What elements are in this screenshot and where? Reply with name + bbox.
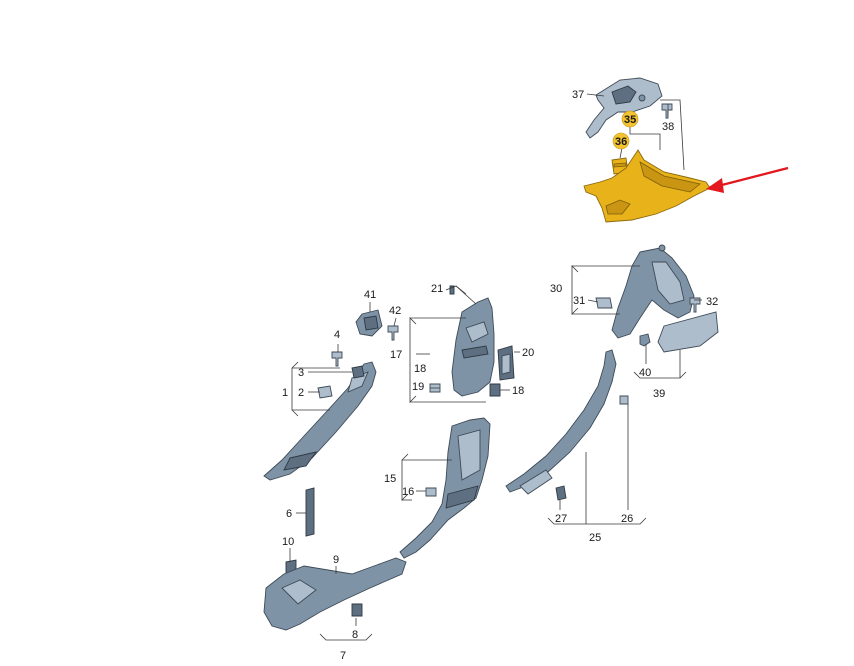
leader-lines — [289, 93, 702, 641]
callout-37: 37 — [572, 89, 584, 101]
callout-18a: 18 — [414, 363, 426, 375]
callout-40: 40 — [639, 367, 651, 379]
bracket-37 — [585, 77, 663, 139]
clip-3 — [351, 365, 365, 379]
callout-6: 6 — [286, 508, 292, 520]
callout-16: 16 — [402, 486, 414, 498]
callout-1: 1 — [282, 387, 288, 399]
callout-20: 20 — [522, 347, 534, 359]
callout-32: 32 — [706, 296, 718, 308]
sill-trim-25 — [505, 349, 617, 495]
callout-38: 38 — [662, 121, 674, 133]
clip-2 — [317, 385, 333, 399]
callout-2: 2 — [298, 387, 304, 399]
clip-31 — [595, 297, 613, 309]
callout-labels: 37 38 35 36 30 31 32 40 39 21 20 17 18 1… — [282, 89, 718, 662]
callout-21: 21 — [431, 283, 443, 295]
pointer-arrow — [706, 166, 789, 193]
callout-27: 27 — [555, 513, 567, 525]
clip-8 — [351, 603, 363, 617]
callout-41: 41 — [364, 289, 376, 301]
callout-26: 26 — [621, 513, 633, 525]
a-pillar-trim-1 — [263, 361, 377, 481]
b-pillar-upper-17 — [451, 297, 495, 397]
clip-42 — [387, 325, 399, 341]
callout-19: 19 — [412, 381, 424, 393]
trim-panel-39 — [657, 311, 719, 353]
kick-panel-7 — [263, 557, 407, 631]
b-pillar-lower-15 — [399, 417, 491, 559]
callout-17: 17 — [390, 349, 402, 361]
callout-8: 8 — [352, 629, 358, 641]
callout-36: 36 — [615, 136, 627, 148]
callout-30: 30 — [550, 283, 562, 295]
trim-panel-30 — [611, 244, 695, 339]
seatbelt-guide-20 — [497, 345, 515, 381]
badge-35 — [621, 110, 639, 128]
badge-36 — [612, 132, 630, 150]
callout-4: 4 — [334, 329, 340, 341]
callout-3: 3 — [298, 367, 304, 379]
clip-18 — [489, 383, 501, 397]
clip-26 — [619, 395, 629, 405]
trim-panel-35 — [583, 149, 711, 223]
callout-10: 10 — [282, 536, 294, 548]
callout-15: 15 — [384, 473, 396, 485]
clip-16 — [425, 487, 437, 497]
clip-4 — [331, 351, 343, 367]
part-41 — [355, 309, 383, 337]
callout-42: 42 — [389, 305, 401, 317]
strip-6 — [305, 487, 315, 537]
callout-9: 9 — [333, 554, 339, 566]
callout-35: 35 — [624, 114, 636, 126]
callout-18b: 18 — [512, 385, 524, 397]
clip-27 — [555, 485, 567, 501]
callout-25: 25 — [589, 532, 601, 544]
clip-40 — [639, 333, 651, 347]
callout-7: 7 — [340, 650, 346, 662]
callout-39: 39 — [653, 388, 665, 400]
callout-31: 31 — [573, 295, 585, 307]
screw-38 — [661, 103, 673, 119]
